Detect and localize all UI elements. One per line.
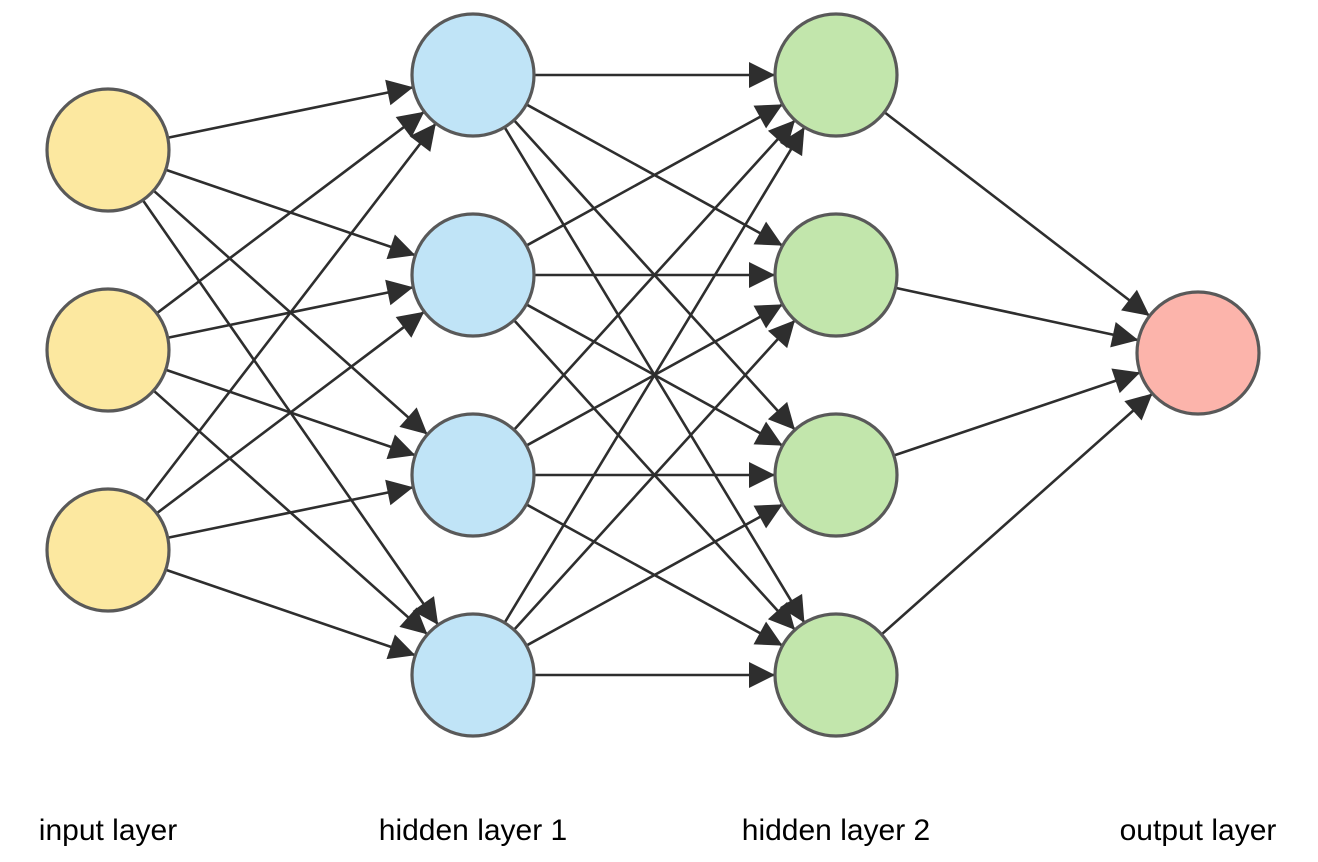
arrowhead-icon <box>412 596 439 625</box>
arrowhead-icon <box>385 79 414 106</box>
arrowhead-icon <box>779 593 805 623</box>
edge-input-3-to-hidden1-4 <box>165 568 416 657</box>
edge-input-3-to-hidden1-2 <box>155 310 426 515</box>
layer-label-hidden1: hidden layer 1 <box>379 814 567 847</box>
arrowhead-icon <box>753 621 783 646</box>
hidden2-node-2[interactable] <box>773 212 899 338</box>
arrowhead-icon <box>386 634 416 660</box>
arrowhead-icon <box>779 127 805 157</box>
nodes-group <box>45 12 1261 738</box>
input-node-1[interactable] <box>45 87 171 213</box>
arrowhead-icon <box>399 607 428 635</box>
hidden1-node-3[interactable] <box>410 412 536 538</box>
hidden1-node-1[interactable] <box>410 12 536 138</box>
edge-input-3-to-hidden1-1 <box>144 122 437 503</box>
arrowhead-icon <box>749 62 775 88</box>
arrowhead-icon <box>753 104 783 129</box>
layer-label-output: output layer <box>1120 814 1277 847</box>
layer-label-hidden2: hidden layer 2 <box>742 814 930 847</box>
edge-hidden1-4-to-hidden2-3 <box>525 503 784 647</box>
input-node-2[interactable] <box>45 287 171 413</box>
hidden1-node-4[interactable] <box>410 612 536 738</box>
arrowhead-icon <box>749 462 775 488</box>
edge-hidden1-2-to-hidden2-1 <box>525 103 784 247</box>
arrowhead-icon <box>753 504 783 529</box>
edge-hidden1-3-to-hidden2-1 <box>513 119 796 431</box>
hidden2-node-4[interactable] <box>773 612 899 738</box>
edge-hidden1-4-to-hidden2-2 <box>513 319 796 631</box>
arrowhead-icon <box>385 479 414 506</box>
edge-hidden1-4-to-hidden2-1 <box>503 126 806 624</box>
arrowhead-icon <box>749 262 775 288</box>
arrowhead-icon <box>386 434 416 460</box>
arrowhead-icon <box>753 304 783 329</box>
arrowhead-icon <box>385 279 414 306</box>
arrowhead-icon <box>395 111 425 138</box>
edge-input-3-to-hidden1-3 <box>167 486 414 539</box>
hidden1-node-2[interactable] <box>410 212 536 338</box>
edge-hidden2-4-to-output-1 <box>880 392 1154 636</box>
hidden2-node-1[interactable] <box>773 12 899 138</box>
arrowhead-icon <box>1124 393 1153 421</box>
input-node-3[interactable] <box>45 487 171 613</box>
arrowhead-icon <box>767 320 796 349</box>
arrowhead-icon <box>749 662 775 688</box>
arrowhead-icon <box>395 311 425 338</box>
arrowhead-icon <box>767 401 796 430</box>
edge-hidden2-3-to-output-1 <box>893 371 1141 457</box>
arrowhead-icon <box>399 407 428 435</box>
layer-label-input: input layer <box>39 814 177 847</box>
arrowhead-icon <box>409 123 436 152</box>
arrowhead-icon <box>767 601 796 630</box>
edge-input-2-to-hidden1-1 <box>155 110 426 315</box>
layer-labels-group: input layer hidden layer 1 hidden layer 2 o… <box>39 814 1277 847</box>
hidden2-node-3[interactable] <box>773 412 899 538</box>
arrowhead-icon <box>1110 321 1139 348</box>
edge-input-1-to-hidden1-1 <box>167 86 414 139</box>
arrowhead-icon <box>1121 289 1150 316</box>
arrowhead-icon <box>753 421 783 446</box>
arrowhead-icon <box>753 221 783 246</box>
arrowhead-icon <box>386 234 416 260</box>
arrowheads-group <box>385 62 1153 688</box>
arrowhead-icon <box>1111 368 1141 394</box>
edge-hidden2-1-to-output-1 <box>883 111 1151 317</box>
edge-hidden2-2-to-output-1 <box>895 286 1139 342</box>
output-node-1[interactable] <box>1135 290 1261 416</box>
edges-group <box>141 73 1154 677</box>
